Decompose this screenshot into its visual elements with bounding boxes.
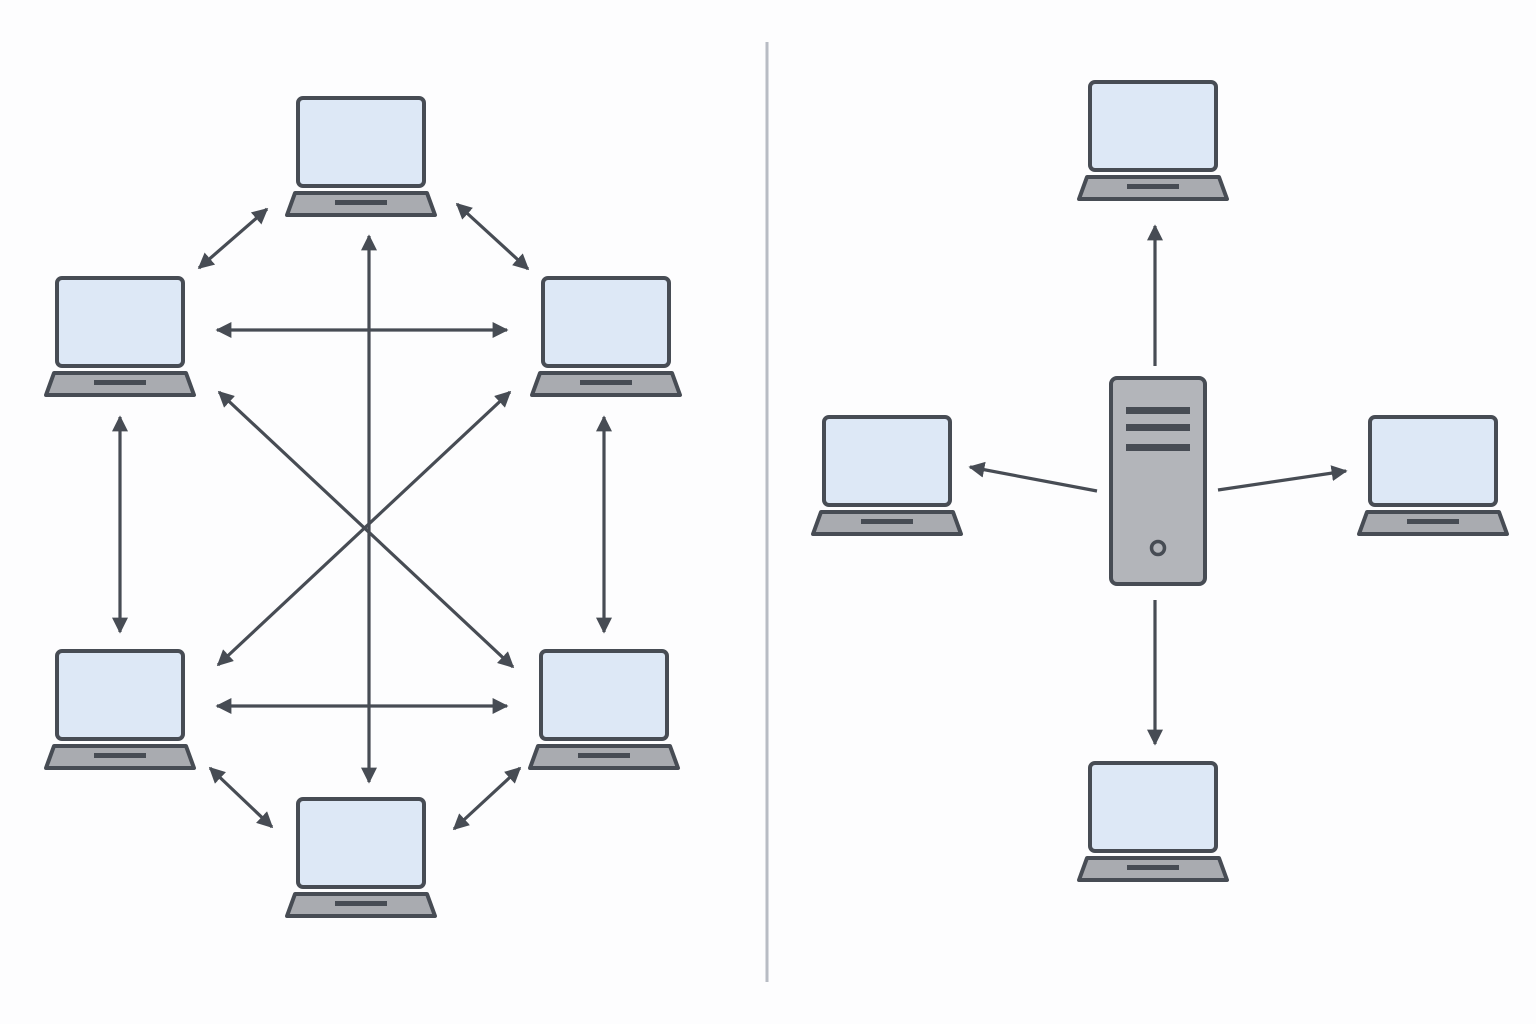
peer-to-peer-laptop-upper-right-laptop-icon (530, 276, 682, 397)
laptop-screen (539, 649, 669, 741)
laptop-trackpad (578, 753, 630, 758)
server-server-icon (1109, 376, 1207, 586)
nodes-layer (44, 80, 1509, 918)
peer-to-peer-laptop-lower-right-laptop-icon (528, 649, 680, 770)
client-server-laptop-left-laptop-icon (811, 415, 963, 536)
laptop-trackpad (94, 753, 146, 758)
peer-to-peer-laptop-lower-left-laptop-icon (44, 649, 196, 770)
link-laptop-lower-left-laptop-bottom (208, 766, 274, 829)
laptop-trackpad (335, 200, 387, 205)
link-laptop-upper-left-laptop-lower-right (217, 390, 515, 669)
laptop-screen (822, 415, 952, 507)
links-layer (112, 202, 1348, 831)
laptop-trackpad (861, 519, 913, 524)
laptop-screen (1368, 415, 1498, 507)
link-laptop-lower-right-laptop-bottom (452, 766, 522, 831)
laptop-trackpad (335, 901, 387, 906)
server-power-button (1149, 539, 1167, 557)
server-drive-bay (1126, 407, 1190, 414)
laptop-trackpad (1127, 865, 1179, 870)
peer-to-peer-laptop-upper-left-laptop-icon (44, 276, 196, 397)
link-laptop-top-laptop-upper-right (455, 202, 530, 271)
link-laptop-upper-right-laptop-lower-left (216, 390, 512, 667)
laptop-screen (1088, 80, 1218, 172)
link-laptop-top-laptop-upper-left (197, 207, 269, 270)
peer-to-peer-laptop-bottom-laptop-icon (285, 797, 437, 918)
peer-to-peer-laptop-top-laptop-icon (285, 96, 437, 217)
client-server-laptop-right-laptop-icon (1357, 415, 1509, 536)
server-drive-bay (1126, 424, 1190, 431)
laptop-screen (296, 797, 426, 889)
link-server-laptop-left (968, 461, 1098, 493)
laptop-screen (1088, 761, 1218, 853)
laptop-trackpad (94, 380, 146, 385)
laptop-screen (55, 649, 185, 741)
laptop-trackpad (580, 380, 632, 385)
laptop-screen (55, 276, 185, 368)
laptop-screen (541, 276, 671, 368)
laptop-screen (296, 96, 426, 188)
laptop-trackpad (1407, 519, 1459, 524)
client-server-laptop-bottom-laptop-icon (1077, 761, 1229, 882)
server-drive-bay (1126, 444, 1190, 451)
link-server-laptop-right (1217, 465, 1348, 492)
client-server-laptop-top-laptop-icon (1077, 80, 1229, 201)
laptop-trackpad (1127, 184, 1179, 189)
